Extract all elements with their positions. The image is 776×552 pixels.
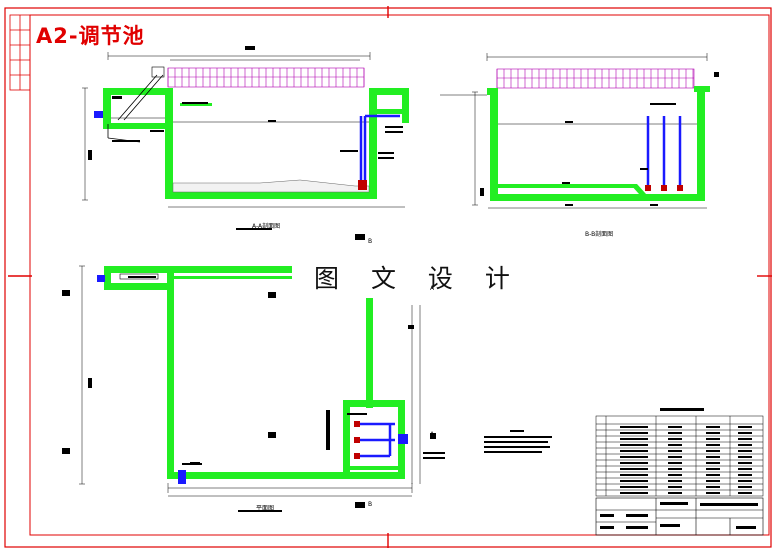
sludge-layer [172, 179, 370, 193]
title-block [595, 497, 764, 536]
table-cell-text [620, 438, 648, 440]
table-cell-text [668, 474, 682, 476]
section-a-pipes [359, 114, 400, 190]
section-b-walls [487, 86, 710, 201]
table-cell-text [738, 492, 752, 494]
table-cell-text [706, 426, 720, 428]
plan-walls [104, 266, 405, 479]
svg-text:B: B [368, 501, 372, 508]
table-cell-text [706, 438, 720, 440]
table-cell-text [620, 450, 648, 452]
table-cell-text [738, 462, 752, 464]
table-cell-text [738, 468, 752, 470]
table-cell-text [738, 486, 752, 488]
svg-text:B: B [368, 238, 372, 245]
table-cell-text [620, 456, 648, 458]
table-cell-text [620, 480, 648, 482]
section-b-view: B-B剖面图 [440, 53, 719, 238]
table-cell-text [668, 462, 682, 464]
table-cell-text [706, 492, 720, 494]
table-cell-text [668, 468, 682, 470]
section-b-pipes [646, 116, 682, 190]
table-cell-text [738, 426, 752, 428]
table-cell-text [706, 456, 720, 458]
material-table [595, 415, 764, 497]
table-cell-text [738, 480, 752, 482]
table-cell-text [668, 486, 682, 488]
table-cell-text [620, 492, 648, 494]
table-cell-text [668, 480, 682, 482]
table-cell-text [668, 492, 682, 494]
table-cell-text [668, 450, 682, 452]
table-cell-text [706, 450, 720, 452]
table-cell-text [620, 432, 648, 434]
section-a-walls [103, 88, 409, 199]
table-cell-text [620, 426, 648, 428]
svg-text:B-B剖面图: B-B剖面图 [585, 230, 613, 238]
center-marks [8, 6, 772, 548]
table-cell-text [668, 426, 682, 428]
svg-text:平面图: 平面图 [256, 505, 274, 512]
table-cell-text [620, 462, 648, 464]
svg-text:A-A剖面图: A-A剖面图 [252, 222, 280, 230]
watermark-text: 图 文 设 计 [314, 264, 522, 293]
table-cell-text [668, 438, 682, 440]
table-cell-text [620, 486, 648, 488]
notes-block [484, 430, 552, 453]
table-cell-text [706, 480, 720, 482]
table-cell-text [738, 474, 752, 476]
table-cell-text [738, 432, 752, 434]
table-cell-text [706, 432, 720, 434]
table-cell-text [738, 450, 752, 452]
table-cell-text [706, 444, 720, 446]
svg-text:A: A [430, 431, 435, 438]
roof-grid [167, 67, 365, 88]
table-cell-text [706, 486, 720, 488]
plan-view: 平面图 B A A [62, 265, 445, 512]
table-cell-text [738, 438, 752, 440]
table-cell-text [620, 474, 648, 476]
table-cell-text [668, 432, 682, 434]
table-cell-text [738, 444, 752, 446]
table-cell-text [620, 468, 648, 470]
table-cell-text [668, 456, 682, 458]
table-cell-text [738, 456, 752, 458]
inner-frame [29, 14, 770, 536]
section-a-view: A-A剖面图 B [82, 46, 409, 245]
table-cell-text [706, 462, 720, 464]
table-cell-text [620, 444, 648, 446]
drawing-title: A2-调节池 [36, 24, 145, 48]
roof-grid-b [496, 68, 695, 89]
table-cell-text [706, 474, 720, 476]
svg-text:A: A [430, 285, 435, 292]
binding-strip [9, 14, 31, 91]
table-cell-text [668, 444, 682, 446]
table-cell-text [706, 468, 720, 470]
plan-pumps [358, 422, 395, 458]
